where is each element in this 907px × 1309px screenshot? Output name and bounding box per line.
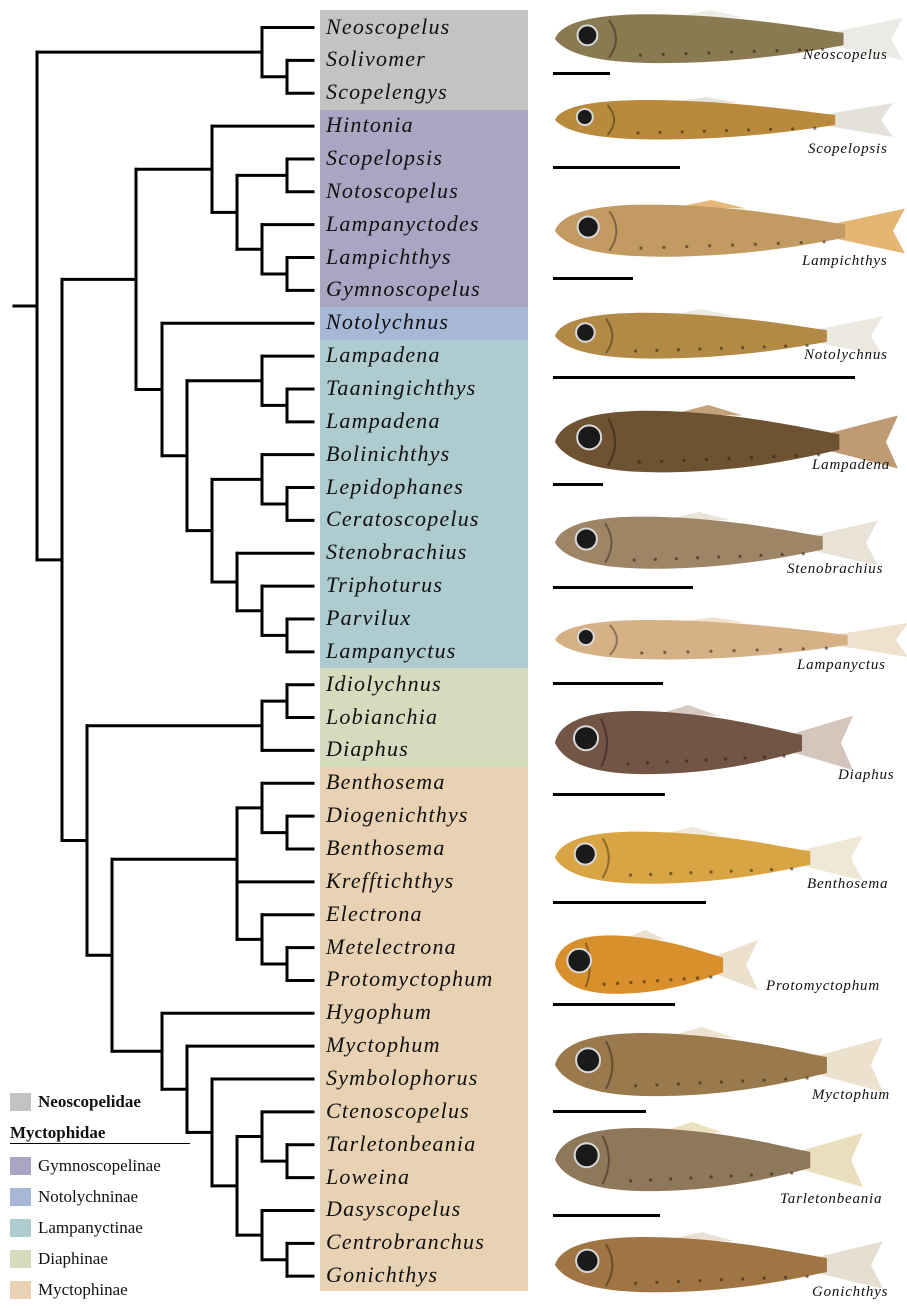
specimen-label: Lampichthys bbox=[802, 253, 887, 270]
taxon-label: Loweina bbox=[326, 1166, 410, 1188]
taxon-label: Diaphus bbox=[326, 738, 409, 760]
taxon-label: Electrona bbox=[326, 903, 423, 925]
taxon-label: Krefftichthys bbox=[326, 870, 454, 892]
taxon-label: Lampadena bbox=[326, 344, 441, 366]
legend-item-notolychninae: Notolychninae bbox=[10, 1181, 210, 1212]
taxon-label: Triphoturus bbox=[326, 574, 443, 596]
taxon-label: Bolinichthys bbox=[326, 443, 450, 465]
taxon-label: Lobianchia bbox=[326, 706, 438, 728]
taxon-label: Hintonia bbox=[326, 114, 414, 136]
legend-swatch bbox=[10, 1250, 31, 1268]
fish-icon bbox=[553, 703, 853, 783]
taxon-label: Symbolophorus bbox=[326, 1067, 479, 1089]
legend-family-label: Myctophidae bbox=[10, 1123, 105, 1143]
legend-item-neoscopelidae: Neoscopelidae bbox=[10, 1086, 210, 1117]
specimen-label: Benthosema bbox=[807, 876, 888, 893]
scale-bar bbox=[553, 682, 663, 685]
taxon-label: Ctenoscopelus bbox=[326, 1100, 470, 1122]
taxon-label: Stenobrachius bbox=[326, 541, 467, 563]
specimen-label: Lampadena bbox=[812, 457, 890, 474]
scale-bar bbox=[553, 586, 693, 589]
taxon-label: Scopelopsis bbox=[326, 147, 443, 169]
specimen-label: Notolychnus bbox=[804, 347, 888, 364]
taxon-label: Taaningichthys bbox=[326, 377, 476, 399]
taxon-label: Centrobranchus bbox=[326, 1231, 485, 1253]
scale-bar bbox=[553, 1003, 675, 1006]
legend-item-myctophinae: Myctophinae bbox=[10, 1274, 210, 1305]
taxon-label: Lepidophanes bbox=[326, 476, 464, 498]
specimen-label: Scopelopsis bbox=[808, 141, 888, 158]
specimen-label: Tarletonbeania bbox=[780, 1191, 882, 1208]
taxon-label: Lampanyctodes bbox=[326, 213, 480, 235]
legend-swatch bbox=[10, 1281, 31, 1299]
specimen-label: Stenobrachius bbox=[787, 561, 883, 578]
scale-bar bbox=[553, 1214, 660, 1217]
scale-bar bbox=[553, 166, 680, 169]
specimen-photo bbox=[553, 8, 903, 75]
scale-bar bbox=[553, 277, 633, 280]
legend: Neoscopelidae Myctophidae Gymnoscopelina… bbox=[10, 1086, 210, 1305]
taxon-label: Dasyscopelus bbox=[326, 1198, 461, 1220]
taxon-label: Ceratoscopelus bbox=[326, 508, 480, 530]
legend-label: Myctophinae bbox=[38, 1280, 128, 1300]
taxon-label: Gymnoscopelus bbox=[326, 278, 481, 300]
scale-bar bbox=[553, 376, 855, 379]
specimen-photo bbox=[553, 703, 853, 788]
taxon-label: Diogenichthys bbox=[326, 804, 469, 826]
taxon-label: Myctophum bbox=[326, 1034, 441, 1056]
fish-icon bbox=[553, 1120, 863, 1200]
taxon-label: Scopelengys bbox=[326, 81, 448, 103]
taxon-label: Notolychnus bbox=[326, 311, 449, 333]
legend-swatch bbox=[10, 1188, 31, 1206]
taxon-label: Tarletonbeania bbox=[326, 1133, 476, 1155]
taxon-label: Notoscopelus bbox=[326, 180, 459, 202]
taxon-label: Hygophum bbox=[326, 1001, 432, 1023]
scale-bar bbox=[553, 72, 610, 75]
legend-label: Diaphinae bbox=[38, 1249, 108, 1269]
taxon-label: Metelectrona bbox=[326, 936, 457, 958]
taxon-label: Benthosema bbox=[326, 771, 446, 793]
taxon-label: Lampichthys bbox=[326, 246, 452, 268]
fish-icon bbox=[553, 95, 893, 145]
scale-bar bbox=[553, 1110, 646, 1113]
taxon-label: Lampadena bbox=[326, 410, 441, 432]
specimen-label: Diaphus bbox=[838, 767, 894, 784]
legend-item-gymnoscopelinae: Gymnoscopelinae bbox=[10, 1150, 210, 1181]
scale-bar bbox=[553, 793, 665, 796]
taxon-label: Neoscopelus bbox=[326, 16, 450, 38]
legend-swatch bbox=[10, 1219, 31, 1237]
specimen-photo bbox=[553, 928, 758, 1007]
taxon-label: Gonichthys bbox=[326, 1264, 438, 1286]
scale-bar bbox=[553, 483, 603, 486]
legend-item-lampanyctinae: Lampanyctinae bbox=[10, 1212, 210, 1243]
taxon-label: Idiolychnus bbox=[326, 673, 442, 695]
taxon-label: Lampanyctus bbox=[326, 640, 457, 662]
taxon-label: Parvilux bbox=[326, 607, 411, 629]
taxon-label: Protomyctophum bbox=[326, 968, 494, 990]
scale-bar bbox=[553, 901, 706, 904]
specimen-label: Gonichthys bbox=[812, 1284, 888, 1301]
fish-icon bbox=[553, 928, 758, 1002]
legend-swatch bbox=[10, 1157, 31, 1175]
legend-divider bbox=[10, 1143, 190, 1144]
specimen-label: Protomyctophum bbox=[766, 978, 880, 995]
legend-label: Gymnoscopelinae bbox=[38, 1156, 161, 1176]
legend-family-heading: Myctophidae bbox=[10, 1117, 210, 1143]
legend-swatch bbox=[10, 1093, 31, 1111]
specimen-label: Myctophum bbox=[812, 1087, 890, 1104]
legend-label: Neoscopelidae bbox=[38, 1092, 141, 1112]
specimen-label: Neoscopelus bbox=[803, 47, 888, 64]
legend-item-diaphinae: Diaphinae bbox=[10, 1243, 210, 1274]
taxon-label: Solivomer bbox=[326, 48, 426, 70]
legend-label: Notolychninae bbox=[38, 1187, 138, 1207]
taxon-label: Benthosema bbox=[326, 837, 446, 859]
specimen-label: Lampanyctus bbox=[797, 657, 886, 674]
legend-label: Lampanyctinae bbox=[38, 1218, 143, 1238]
